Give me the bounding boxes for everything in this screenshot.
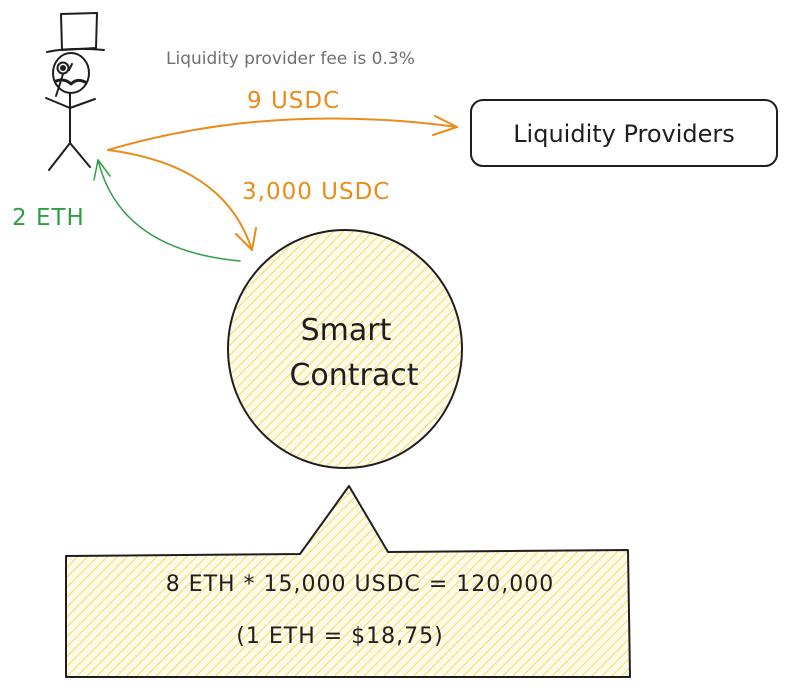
liquidity-providers-box: Liquidity Providers: [470, 99, 778, 167]
smart-contract-node: Smart Contract: [227, 229, 463, 469]
top-hat-icon: [46, 12, 105, 53]
usdc-in-label: 3,000 USDC: [242, 179, 390, 205]
pool-price: (1 ETH = $18,75): [236, 624, 443, 649]
smart-contract-label-line2: Contract: [289, 358, 418, 393]
body-icon: [45, 92, 96, 171]
pool-callout: 8 ETH * 15,000 USDC = 120,000 (1 ETH = $…: [65, 485, 631, 678]
fee-note: Liquidity provider fee is 0.3%: [166, 49, 415, 69]
pool-equation: 8 ETH * 15,000 USDC = 120,000: [166, 572, 555, 597]
eth-arrow: [93, 159, 241, 262]
eth-out-label: 2 ETH: [12, 205, 85, 231]
trader-figure: [45, 12, 105, 171]
fee-amount-label: 9 USDC: [247, 88, 340, 114]
head-icon: [52, 52, 90, 97]
liquidity-providers-label: Liquidity Providers: [513, 120, 735, 148]
usdc-arrow: [107, 149, 257, 251]
smart-contract-label-line1: Smart: [301, 313, 392, 348]
fee-arrow: [107, 115, 458, 151]
